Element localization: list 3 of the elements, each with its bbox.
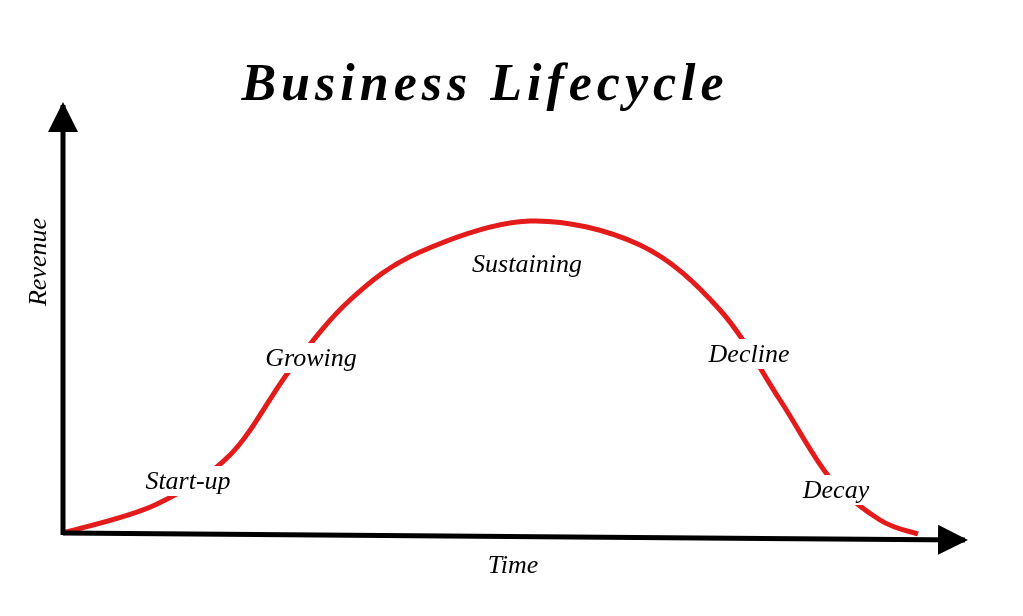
stage-label: Decay bbox=[799, 475, 873, 505]
diagram-title: Business Lifecycle bbox=[241, 52, 729, 112]
axis-title: Revenue bbox=[23, 217, 53, 308]
